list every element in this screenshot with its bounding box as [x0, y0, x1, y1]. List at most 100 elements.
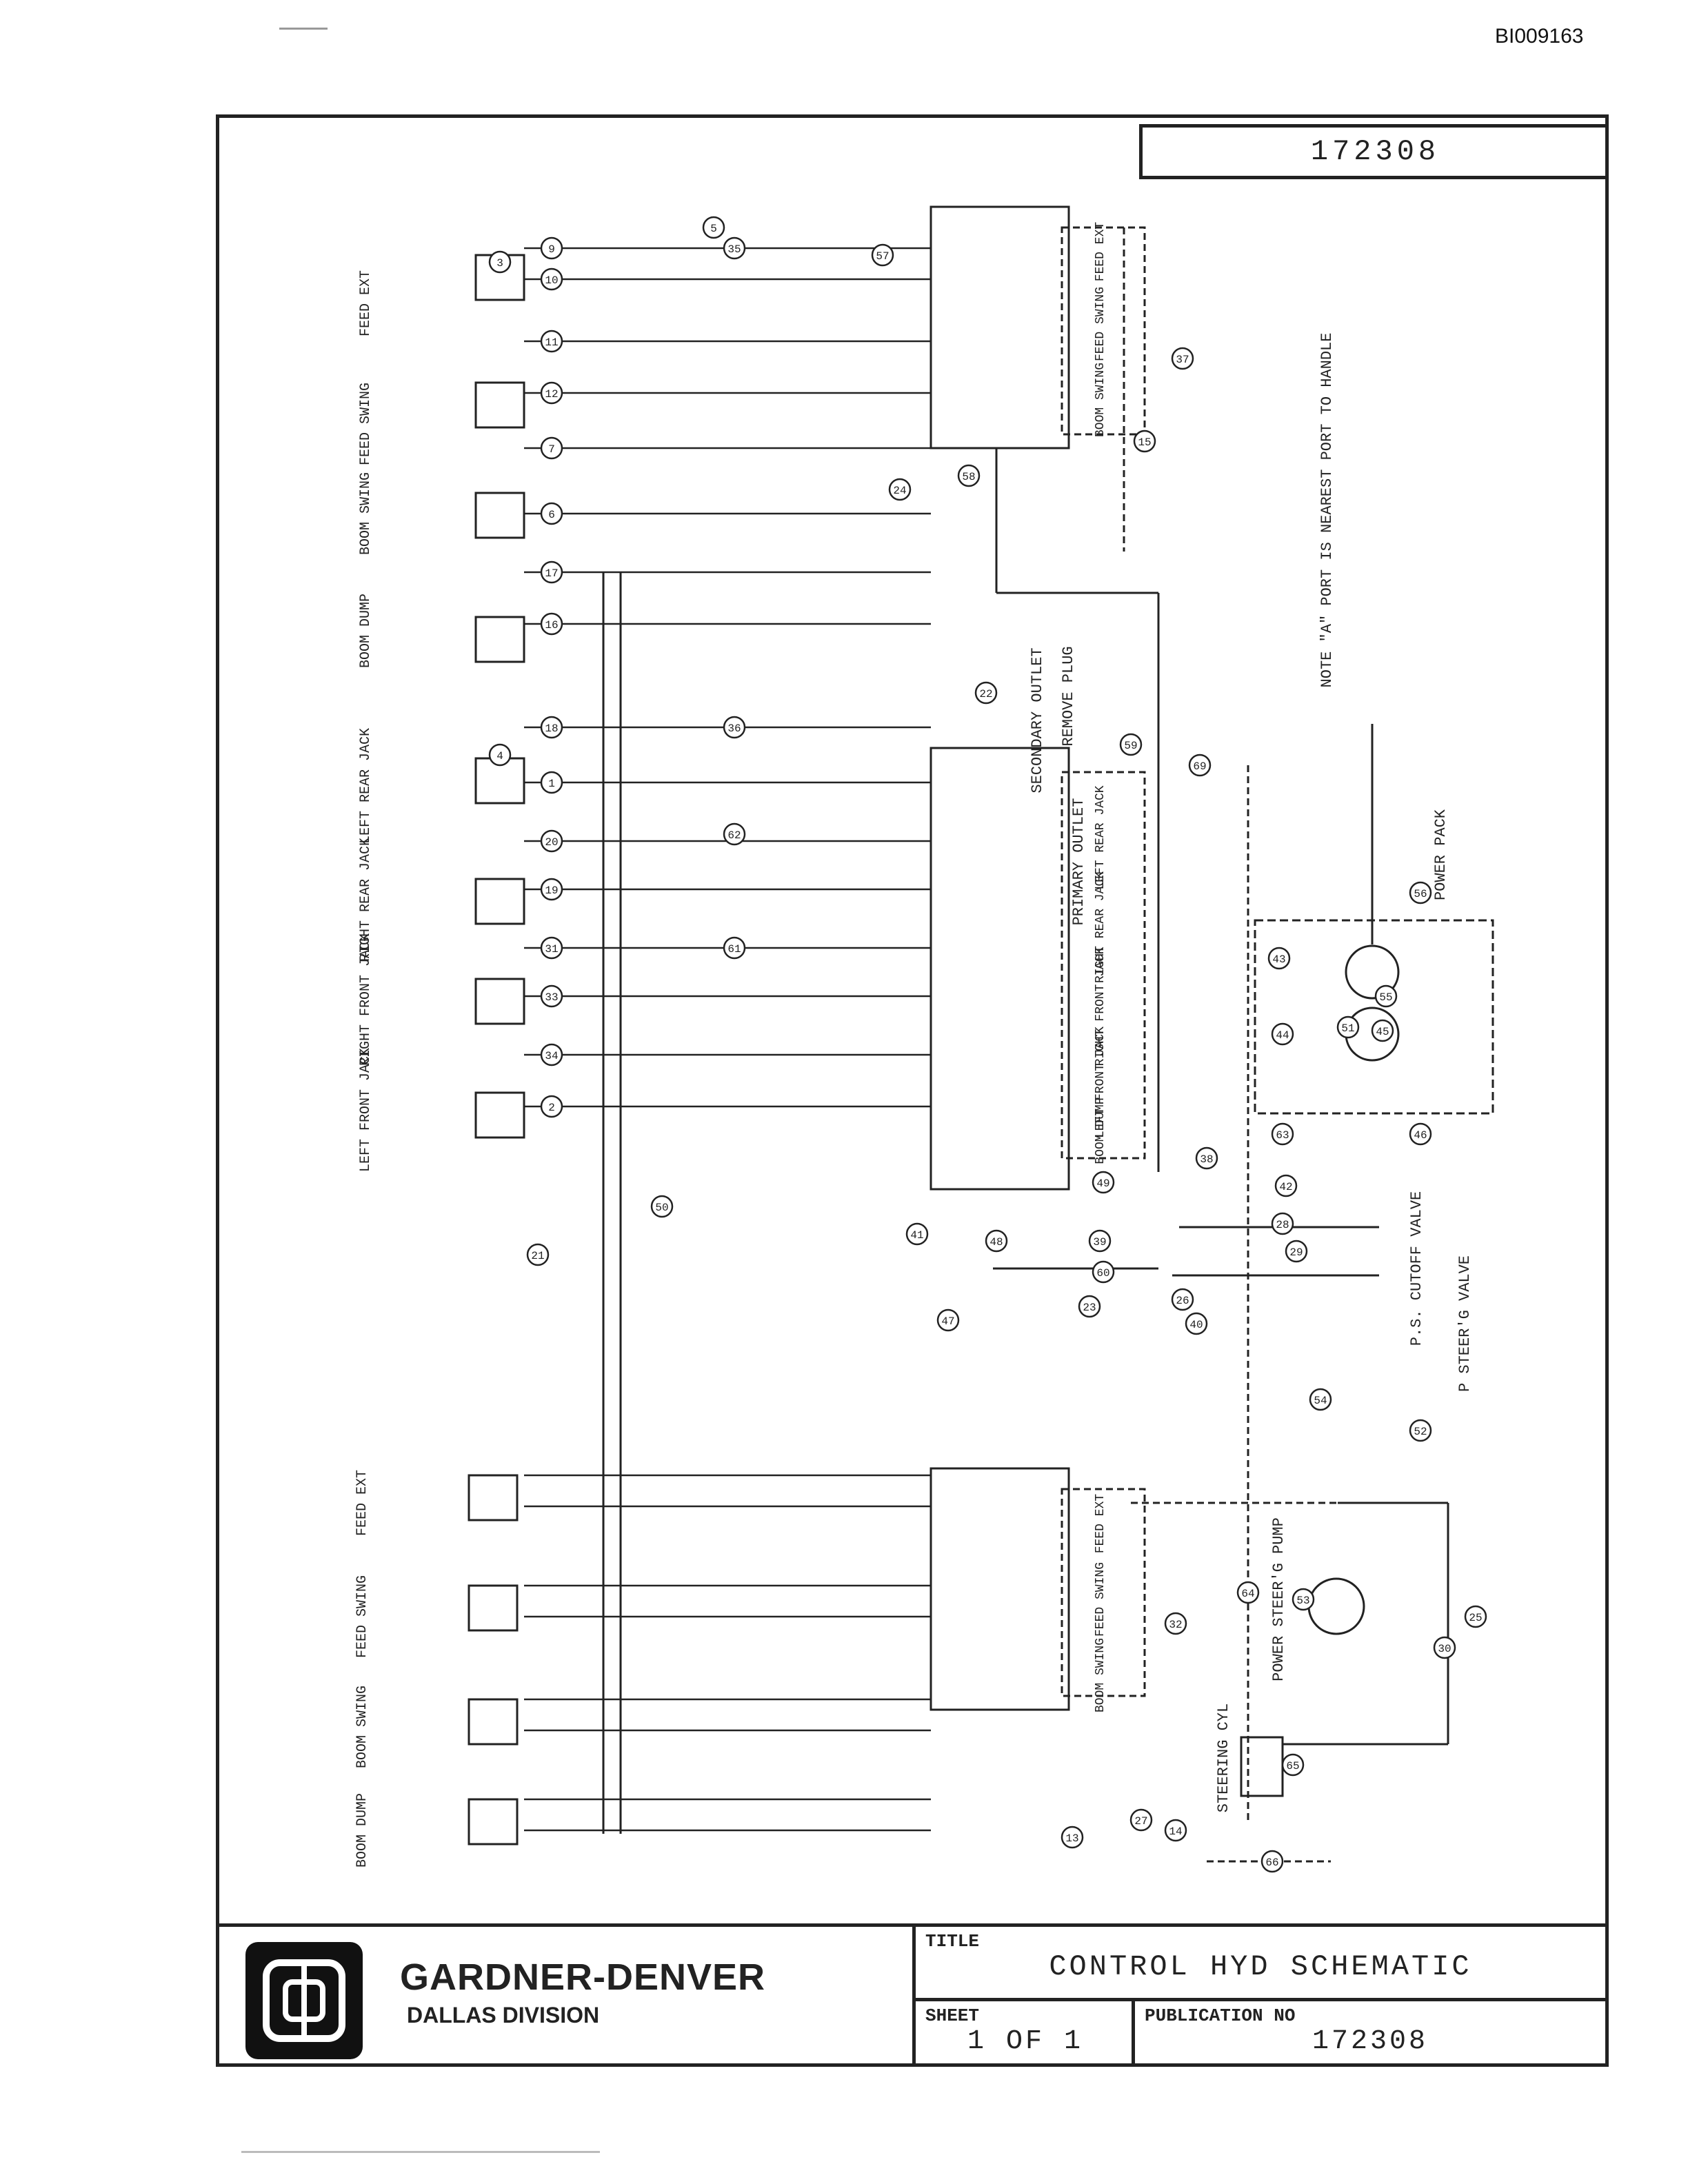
callout-number: 61: [727, 943, 741, 956]
callout-number: 63: [1276, 1129, 1289, 1142]
publication-number: 172308: [1312, 2026, 1429, 2057]
callout-number: 23: [1083, 1302, 1096, 1314]
valve-label-lower: BOOM SWING: [1094, 1638, 1107, 1712]
callout-circle: [1078, 1295, 1101, 1318]
callout-circle: [1433, 1636, 1456, 1659]
callout-number: 22: [979, 688, 992, 700]
callout-number: 12: [545, 388, 558, 401]
callout-circle: [540, 236, 563, 260]
callout-circle: [1285, 1240, 1308, 1263]
callout-number: 52: [1414, 1426, 1427, 1438]
callout-circle: [1267, 947, 1291, 970]
valve-label-lower: FEED SWING: [1094, 1562, 1107, 1637]
power-pack-box: [1254, 919, 1494, 1115]
callout-circle: [1171, 1288, 1194, 1311]
callout-number: 30: [1438, 1643, 1451, 1655]
callout-circle: [1260, 1850, 1284, 1873]
actuator-label-lower: BOOM SWING: [354, 1686, 370, 1768]
title-cell: TITLE CONTROL HYD SCHEMATIC: [916, 1927, 1605, 2001]
valve-label-middle: RIGHT FRONT JACK: [1094, 947, 1107, 1066]
callout-circle: [1236, 1581, 1260, 1604]
callout-circle: [1119, 733, 1143, 756]
callout-circle: [540, 381, 563, 405]
callout-circle: [1092, 1260, 1115, 1284]
callout-number: 11: [545, 336, 558, 349]
callout-circle: [1464, 1605, 1487, 1628]
callout-circle: [1374, 984, 1398, 1008]
power-pack-label: POWER PACK: [1432, 809, 1449, 900]
callout-number: 14: [1169, 1826, 1182, 1838]
callout-circle: [723, 822, 746, 846]
callout-circle: [1061, 1826, 1084, 1849]
callout-number: 6: [548, 509, 555, 521]
callout-number: 35: [727, 243, 741, 256]
callout-circle: [540, 330, 563, 353]
callout-circle: [1188, 754, 1212, 777]
callout-circle: [1164, 1819, 1187, 1842]
callout-circle: [540, 1095, 563, 1118]
callout-number: 9: [548, 243, 555, 256]
note-label: NOTE "A" PORT IS NEAREST PORT TO HANDLE: [1318, 333, 1336, 688]
callout-circle: [540, 716, 563, 739]
callout-circle: [526, 1243, 550, 1266]
steering-cylinder: [1240, 1736, 1284, 1797]
callout-circle: [540, 936, 563, 960]
primary-outlet-label: PRIMARY OUTLET: [1070, 798, 1087, 926]
callout-circle: [488, 250, 512, 274]
callout-circle: [1271, 1122, 1294, 1146]
callout-number: 17: [545, 567, 558, 580]
company-logo-icon: [245, 1942, 363, 2059]
callout-circle: [905, 1222, 929, 1246]
callout-number: 2: [548, 1102, 555, 1114]
callout-number: 69: [1193, 760, 1206, 773]
actuator-label-upper: BOOM DUMP: [358, 594, 374, 668]
callout-circle: [1271, 1212, 1294, 1235]
company-name: GARDNER-DENVER: [400, 1957, 766, 1998]
steering-cyl-label: STEERING CYL: [1215, 1703, 1232, 1812]
callout-circle: [1292, 1588, 1315, 1611]
callout-number: 1: [548, 778, 555, 790]
callout-circle: [723, 236, 746, 260]
callout-number: 39: [1093, 1236, 1106, 1248]
actuator-right-front-jack: [474, 978, 525, 1025]
callout-number: 45: [1376, 1026, 1389, 1038]
callout-number: 40: [1189, 1319, 1203, 1331]
callout-number: 3: [496, 257, 503, 270]
callout-circle: [1371, 1019, 1394, 1042]
steering-pump-circle: [1307, 1577, 1365, 1635]
callout-circle: [1129, 1808, 1153, 1832]
callout-number: 59: [1124, 740, 1137, 752]
title-caption: TITLE: [925, 1931, 980, 1952]
callout-circle: [540, 560, 563, 584]
callout-number: 53: [1296, 1595, 1309, 1607]
callout-number: 41: [910, 1229, 923, 1242]
valve-label-middle: RIGHT REAR JACK: [1094, 871, 1107, 983]
callout-number: 4: [496, 750, 503, 762]
ps-cutoff-valve-label: P.S. CUTOFF VALVE: [1408, 1191, 1425, 1346]
callout-circle: [1185, 1312, 1208, 1335]
actuator-boom-dump-lower: [468, 1798, 519, 1846]
valve-label-top: FEED SWING: [1094, 287, 1107, 361]
callout-number: 48: [989, 1236, 1003, 1248]
valve-label-top: FEED EXT: [1094, 222, 1107, 282]
callout-circle: [1092, 1171, 1115, 1194]
callout-circle: [702, 216, 725, 239]
actuator-feed-swing-upper: [474, 381, 525, 429]
valve-bank-top-outline: [1061, 226, 1146, 436]
callout-circle: [1309, 1388, 1332, 1411]
actuator-boom-swing-upper: [474, 492, 525, 539]
actuator-label-lower: FEED EXT: [354, 1470, 370, 1536]
callout-number: 20: [545, 836, 558, 849]
actuator-label-lower: BOOM DUMP: [354, 1793, 370, 1868]
callout-number: 51: [1341, 1022, 1354, 1035]
valve-bank-middle-outline: [1061, 771, 1146, 1160]
callout-number: 64: [1241, 1588, 1254, 1600]
callout-circle: [540, 267, 563, 291]
p-steer-valve-label: P STEER'G VALVE: [1456, 1255, 1474, 1392]
secondary-outlet-label: SECONDARY OUTLET: [1029, 647, 1046, 793]
sheet-number: 1 OF 1: [967, 2026, 1084, 2057]
callout-number: 29: [1289, 1246, 1303, 1259]
callout-number: 7: [548, 443, 555, 456]
callout-circle: [540, 436, 563, 460]
valve-bank-top: [930, 205, 1070, 449]
